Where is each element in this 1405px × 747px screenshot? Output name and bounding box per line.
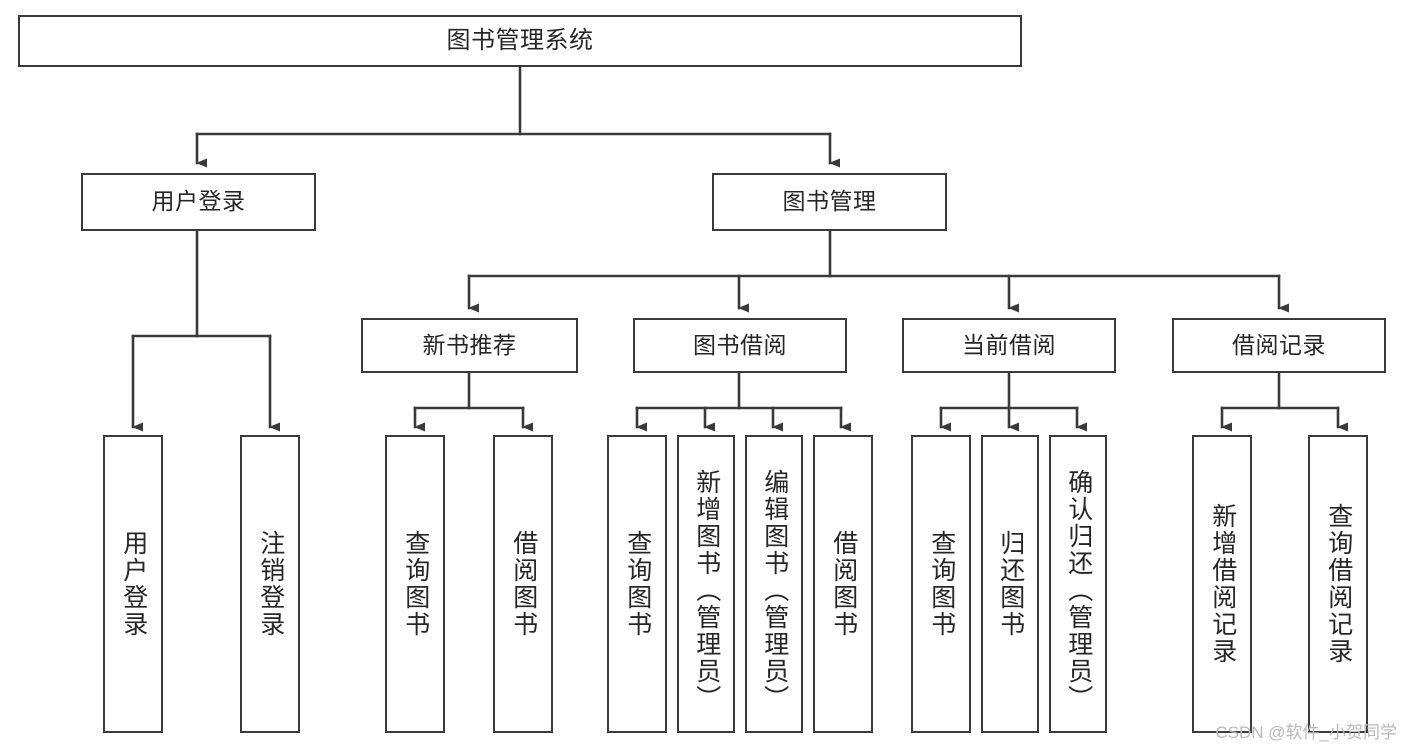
node-user-login-label: 用户登录 — [151, 188, 246, 215]
leaf-user-login-logout-label: 注销登录 — [256, 530, 285, 638]
leaf-user-login-logout[interactable]: 注销登录 — [240, 435, 300, 733]
node-root-label: 图书管理系统 — [446, 26, 594, 54]
leaf-current-borrow-confirm-return-label: 确认归还（管理员） — [1064, 468, 1093, 712]
leaf-new-book-borrow-label: 借阅图书 — [509, 530, 538, 638]
node-new-book-recommend[interactable]: 新书推荐 — [361, 318, 578, 373]
leaf-current-borrow-query-label: 查询图书 — [927, 530, 956, 638]
leaf-current-borrow-return-label: 归还图书 — [996, 530, 1025, 638]
leaf-book-borrow-borrow[interactable]: 借阅图书 — [813, 435, 873, 733]
leaf-borrow-record-query-label: 查询借阅记录 — [1324, 503, 1353, 665]
leaf-book-borrow-edit[interactable]: 编辑图书（管理员） — [745, 435, 803, 733]
node-book-borrow-label: 图书借阅 — [693, 331, 787, 358]
leaf-current-borrow-confirm-return[interactable]: 确认归还（管理员） — [1049, 435, 1107, 733]
leaf-new-book-query-label: 查询图书 — [401, 530, 430, 638]
leaf-user-login-login-label: 用户登录 — [119, 530, 148, 638]
node-book-management[interactable]: 图书管理 — [712, 173, 947, 231]
leaf-book-borrow-add[interactable]: 新增图书（管理员） — [677, 435, 735, 733]
leaf-new-book-borrow[interactable]: 借阅图书 — [493, 435, 553, 733]
node-new-book-recommend-label: 新书推荐 — [422, 331, 517, 358]
leaf-book-borrow-query[interactable]: 查询图书 — [607, 435, 667, 733]
leaf-book-borrow-borrow-label: 借阅图书 — [829, 530, 858, 638]
node-book-borrow[interactable]: 图书借阅 — [633, 318, 847, 373]
leaf-book-borrow-add-label: 新增图书（管理员） — [692, 468, 721, 712]
leaf-book-borrow-query-label: 查询图书 — [623, 530, 652, 638]
leaf-current-borrow-query[interactable]: 查询图书 — [911, 435, 971, 733]
leaf-borrow-record-add[interactable]: 新增借阅记录 — [1192, 435, 1252, 733]
leaf-borrow-record-add-label: 新增借阅记录 — [1208, 503, 1237, 665]
csdn-watermark: CSDN @软件_小贺同学 — [1215, 723, 1397, 742]
leaf-current-borrow-return[interactable]: 归还图书 — [981, 435, 1039, 733]
node-book-management-label: 图书管理 — [782, 188, 877, 215]
leaf-new-book-query[interactable]: 查询图书 — [385, 435, 445, 733]
node-borrow-record-label: 借阅记录 — [1232, 331, 1326, 358]
leaf-book-borrow-edit-label: 编辑图书（管理员） — [760, 468, 789, 712]
node-current-borrow[interactable]: 当前借阅 — [902, 318, 1116, 373]
node-borrow-record[interactable]: 借阅记录 — [1172, 318, 1386, 373]
node-user-login[interactable]: 用户登录 — [81, 173, 316, 231]
node-root-library-system[interactable]: 图书管理系统 — [18, 15, 1022, 67]
node-current-borrow-label: 当前借阅 — [962, 331, 1056, 358]
leaf-borrow-record-query[interactable]: 查询借阅记录 — [1308, 435, 1368, 733]
leaf-user-login-login[interactable]: 用户登录 — [103, 435, 163, 733]
